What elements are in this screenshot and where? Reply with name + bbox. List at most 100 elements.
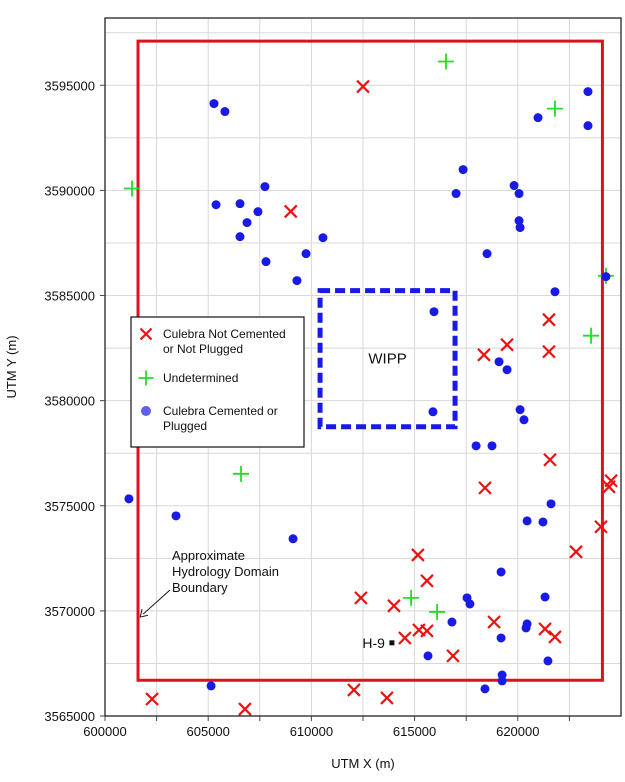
x-marker-stroke <box>594 520 608 534</box>
x-axis-label: UTM X (m) <box>331 756 395 771</box>
x-tick-label: 610000 <box>290 724 333 739</box>
y-tick-label: 3575000 <box>44 499 95 514</box>
data-point-dot <box>220 107 230 117</box>
y-tick-label: 3585000 <box>44 289 95 304</box>
data-point-x <box>398 631 412 645</box>
data-point-dot <box>171 511 181 521</box>
x-marker-stroke <box>145 692 159 706</box>
x-marker-stroke <box>283 204 298 219</box>
data-point-plus <box>546 100 563 117</box>
data-point-dot <box>519 415 529 425</box>
data-point-x <box>145 692 159 706</box>
x-marker-stroke <box>500 337 514 352</box>
data-point-dot <box>496 633 506 643</box>
data-point-dot <box>288 534 298 544</box>
legend-label: Plugged <box>163 419 207 433</box>
data-point-x <box>542 344 556 359</box>
data-point-plus <box>437 53 454 70</box>
data-point-dot <box>494 357 504 367</box>
data-point-dot <box>301 249 311 259</box>
data-point-x <box>354 591 368 605</box>
data-point-dot <box>522 516 532 526</box>
y-tick-label: 3595000 <box>44 78 95 93</box>
data-point-plus <box>233 465 250 482</box>
x-marker-stroke <box>387 599 401 613</box>
data-point-dot <box>423 651 433 661</box>
data-point-dot <box>583 121 593 131</box>
wipp-label: WIPP <box>368 351 406 368</box>
data-point-dot <box>509 181 519 191</box>
data-point-x <box>238 702 252 716</box>
data-point-dot <box>515 223 525 233</box>
data-point-dot <box>502 365 512 375</box>
data-point-dot <box>209 99 219 109</box>
data-point-plus <box>124 180 141 197</box>
data-point-x <box>387 599 401 613</box>
h9-marker <box>389 640 395 646</box>
annotation-text: Hydrology Domain <box>172 564 279 579</box>
data-point-x <box>380 691 394 705</box>
data-point-dot <box>235 199 245 209</box>
data-point-dot <box>482 249 492 259</box>
y-tick-label: 3590000 <box>44 183 95 198</box>
data-point-x <box>602 480 616 494</box>
y-tick-label: 3565000 <box>44 709 95 724</box>
x-marker-stroke <box>420 574 434 588</box>
data-point-dot <box>292 276 302 286</box>
data-point-dot <box>211 200 221 210</box>
legend-label: Culebra Cemented or <box>163 404 278 418</box>
data-point-dot <box>428 407 438 417</box>
data-point-dot <box>480 684 490 694</box>
data-point-plus <box>583 327 600 344</box>
annotation-text: Approximate <box>172 548 245 563</box>
legend-marker-plus <box>138 370 154 386</box>
data-point-dot <box>471 441 481 451</box>
data-point-dot <box>253 207 263 217</box>
x-marker-stroke <box>543 452 557 467</box>
legend-label: Undetermined <box>163 371 238 385</box>
x-marker-stroke <box>478 481 492 495</box>
data-point-dot <box>515 405 525 415</box>
data-point-x <box>500 337 514 352</box>
data-point-x <box>543 452 557 467</box>
y-tick-label: 3570000 <box>44 604 95 619</box>
y-tick-label: 3580000 <box>44 394 95 409</box>
x-marker-stroke <box>548 630 562 644</box>
data-point-dot <box>260 182 270 192</box>
x-marker-stroke <box>380 691 394 705</box>
data-point-dot <box>543 656 553 666</box>
data-point-dot <box>451 189 461 199</box>
legend-marker-x <box>139 327 153 341</box>
data-point-dot <box>235 232 245 242</box>
data-point-dot <box>318 233 328 243</box>
wipp-boundary <box>317 288 458 430</box>
data-point-x <box>411 548 425 562</box>
x-tick-label: 620000 <box>496 724 539 739</box>
x-marker-stroke <box>487 615 501 629</box>
x-tick-label: 600000 <box>83 724 126 739</box>
data-point-dot <box>242 218 252 228</box>
h9-label: H-9 <box>362 635 385 651</box>
data-point-dot <box>514 216 524 226</box>
shapes-layer: WIPP H-9 <box>136 39 604 682</box>
y-axis-label: UTM Y (m) <box>4 335 19 398</box>
data-point-dot <box>465 599 475 609</box>
data-point-x <box>477 348 491 362</box>
annotation-text: Boundary <box>172 580 228 595</box>
data-point-dot <box>583 87 593 97</box>
data-point-x <box>420 624 434 638</box>
data-point-dot <box>496 567 506 577</box>
data-points <box>124 53 618 716</box>
x-marker-stroke <box>139 327 153 341</box>
data-point-x <box>283 204 298 219</box>
data-point-x <box>594 520 608 534</box>
data-point-dot <box>550 287 560 297</box>
x-marker-stroke <box>411 548 425 562</box>
data-point-x <box>446 649 460 663</box>
data-point-x <box>548 630 562 644</box>
legend-label: or Not Plugged <box>163 342 243 356</box>
x-marker-stroke <box>347 683 361 697</box>
x-marker-stroke <box>420 624 434 638</box>
